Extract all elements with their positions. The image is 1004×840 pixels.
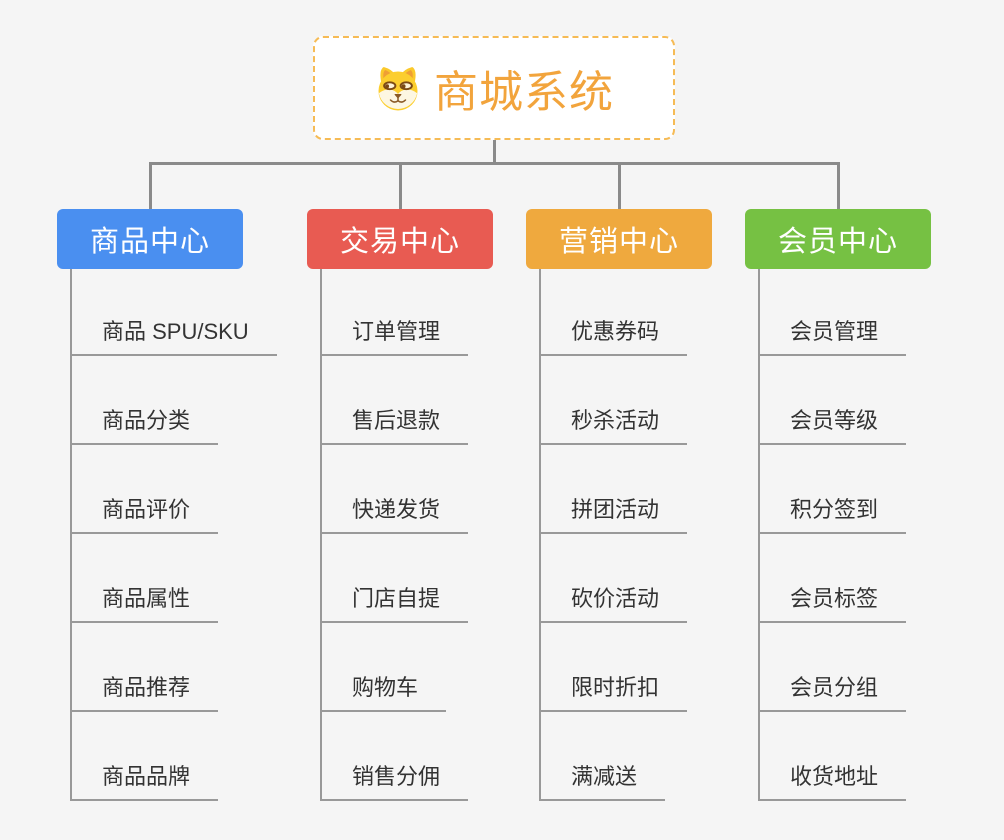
doge-eyes: [383, 81, 413, 91]
branch-item-marketing-center-4[interactable]: 限时折扣: [539, 670, 688, 712]
branch-item-member-center-1[interactable]: 会员等级: [758, 403, 907, 445]
branch-item-member-center-4[interactable]: 会员分组: [758, 670, 907, 712]
branch-spine-trade-center: [320, 269, 322, 801]
branch-item-product-center-1[interactable]: 商品分类: [70, 403, 219, 445]
branch-spine-marketing-center: [539, 269, 541, 801]
branch-item-marketing-center-5[interactable]: 满减送: [539, 759, 666, 801]
doge-icon: [378, 67, 418, 111]
branch-item-trade-center-3[interactable]: 门店自提: [320, 581, 469, 623]
branch-item-marketing-center-3[interactable]: 砍价活动: [539, 581, 688, 623]
branch-item-member-center-0[interactable]: 会员管理: [758, 314, 907, 356]
branch-item-marketing-center-1[interactable]: 秒杀活动: [539, 403, 688, 445]
root-title: 商城系统: [434, 68, 614, 117]
branch-item-member-center-3[interactable]: 会员标签: [758, 581, 907, 623]
connector-drop-product-center: [148, 161, 152, 209]
connector-hline: [148, 161, 840, 165]
connector-drop-member-center: [836, 161, 840, 209]
branch-spine-product-center: [70, 269, 72, 801]
branch-header-product-center[interactable]: 商品中心: [57, 209, 243, 269]
root-node[interactable]: 商城系统: [313, 36, 675, 140]
connector-drop-trade-center: [398, 161, 402, 209]
branch-item-marketing-center-2[interactable]: 拼团活动: [539, 492, 688, 534]
branch-item-marketing-center-0[interactable]: 优惠券码: [539, 314, 688, 356]
branch-item-trade-center-0[interactable]: 订单管理: [320, 314, 469, 356]
branch-item-trade-center-4[interactable]: 购物车: [320, 670, 447, 712]
branch-spine-member-center: [758, 269, 760, 801]
branch-item-trade-center-1[interactable]: 售后退款: [320, 403, 469, 445]
branch-header-member-center[interactable]: 会员中心: [745, 209, 931, 269]
branch-item-member-center-5[interactable]: 收货地址: [758, 759, 907, 801]
connector-drop-marketing-center: [617, 161, 621, 209]
branch-item-trade-center-2[interactable]: 快递发货: [320, 492, 469, 534]
branch-item-product-center-0[interactable]: 商品 SPU/SKU: [70, 314, 277, 356]
branch-header-trade-center[interactable]: 交易中心: [307, 209, 493, 269]
branch-header-marketing-center[interactable]: 营销中心: [526, 209, 712, 269]
connector-stem: [492, 140, 496, 165]
branch-item-trade-center-5[interactable]: 销售分佣: [320, 759, 469, 801]
branch-item-product-center-5[interactable]: 商品品牌: [70, 759, 219, 801]
branch-item-member-center-2[interactable]: 积分签到: [758, 492, 907, 534]
branch-item-product-center-3[interactable]: 商品属性: [70, 581, 219, 623]
branch-item-product-center-2[interactable]: 商品评价: [70, 492, 219, 534]
branch-item-product-center-4[interactable]: 商品推荐: [70, 670, 219, 712]
